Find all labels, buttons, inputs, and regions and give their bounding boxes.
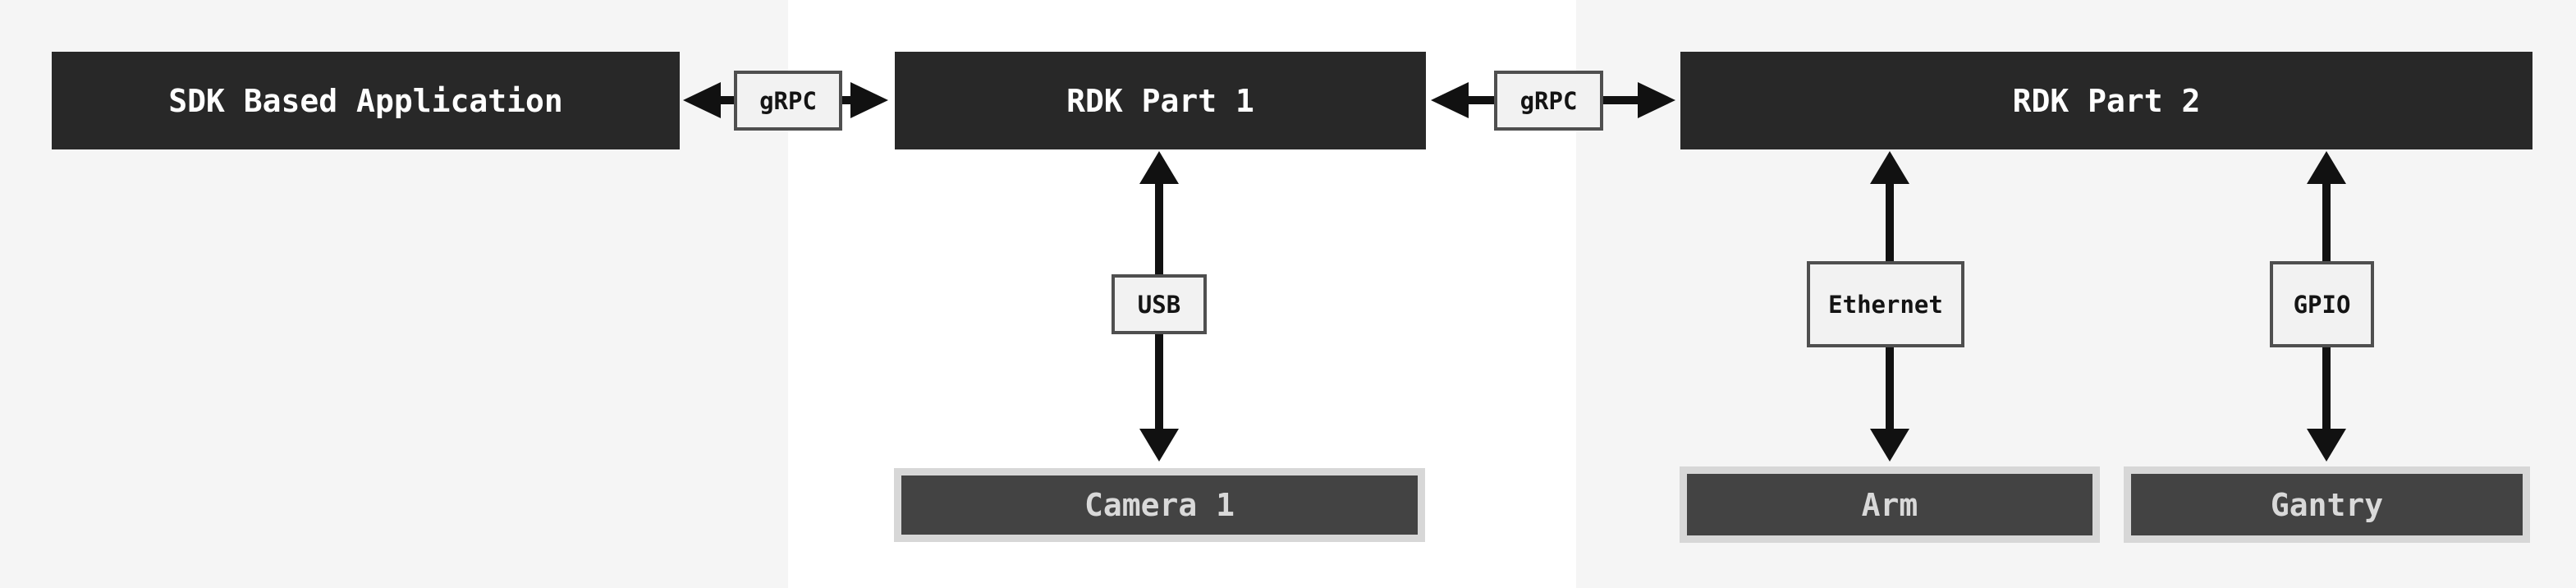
edge-label-ethernet: Ethernet xyxy=(1807,261,1964,347)
edge-label-grpc-1: gRPC xyxy=(734,71,842,131)
arrowhead-up-icon xyxy=(2307,151,2346,184)
arrowhead-down-icon xyxy=(1870,429,1909,462)
arrowhead-up-icon xyxy=(1139,151,1179,184)
node-arm: Arm xyxy=(1680,466,2100,543)
node-rdk-part-2: RDK Part 2 xyxy=(1680,52,2532,149)
arrowhead-left-icon xyxy=(683,82,721,118)
arrowhead-right-icon xyxy=(850,82,888,118)
node-camera-1: Camera 1 xyxy=(894,468,1425,542)
node-rdk-part-1: RDK Part 1 xyxy=(895,52,1426,149)
arrowhead-up-icon xyxy=(1870,151,1909,184)
arrowhead-down-icon xyxy=(2307,429,2346,462)
node-gantry: Gantry xyxy=(2124,466,2530,543)
arrowhead-down-icon xyxy=(1139,429,1179,462)
edge-label-usb: USB xyxy=(1112,274,1207,334)
arrowhead-left-icon xyxy=(1431,82,1469,118)
edge-label-gpio: GPIO xyxy=(2270,261,2374,347)
node-sdk-application: SDK Based Application xyxy=(52,52,680,149)
node-camera-1-label: Camera 1 xyxy=(901,475,1418,535)
node-gantry-label: Gantry xyxy=(2131,474,2523,535)
node-arm-label: Arm xyxy=(1687,474,2092,535)
edge-label-grpc-2: gRPC xyxy=(1494,71,1603,131)
arrowhead-right-icon xyxy=(1638,82,1675,118)
